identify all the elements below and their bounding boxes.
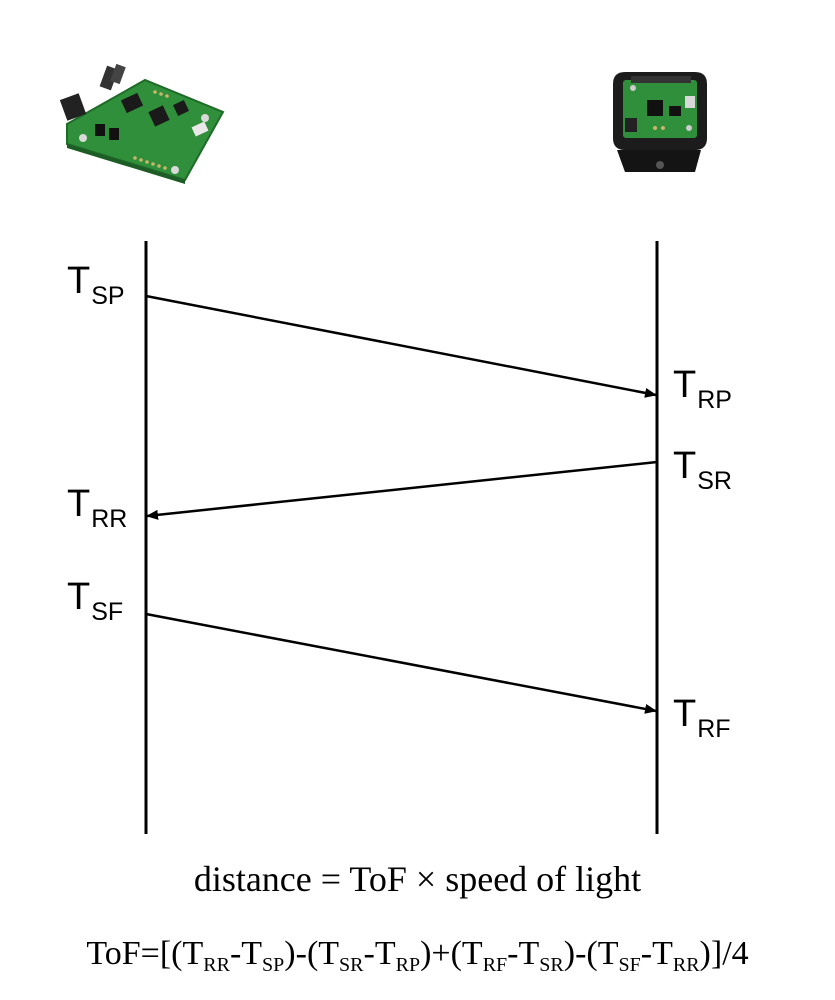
timestamp-subscript: RR: [91, 505, 128, 533]
uwb-board-device-icon: [59, 63, 225, 184]
tof-operator: -: [507, 935, 519, 972]
timestamp-t-sp: TSP: [67, 260, 125, 309]
uwb-enclosure-device-icon: [613, 72, 707, 172]
tof-term-subscript: RR: [672, 954, 700, 976]
tof-operator: )-(: [563, 935, 598, 972]
poll-message-arrow: [145, 294, 657, 398]
tof-operator: )-(: [284, 935, 319, 972]
tof-term: T: [652, 935, 673, 972]
timestamp-main: T: [673, 693, 697, 735]
tof-term: T: [374, 935, 396, 972]
tof-term: T: [318, 935, 340, 972]
tof-operator: -: [640, 935, 653, 972]
timestamp-main: T: [67, 576, 91, 618]
tof-term: T: [597, 935, 619, 972]
tof-term-subscript: RF: [482, 954, 508, 976]
timestamp-t-rp: TRP: [673, 364, 732, 413]
response-message-arrow: [146, 460, 658, 520]
tof-term-subscript: SF: [618, 954, 641, 976]
timestamp-t-rf: TRF: [673, 693, 731, 742]
tof-term-subscript: SP: [262, 954, 285, 976]
final-message-arrow: [145, 612, 657, 714]
tof-equation: ToF=[(TRR-TSP)-(TSR-TRP)+(TRF-TSR)-(TSF-…: [0, 935, 835, 976]
timestamp-main: T: [673, 364, 697, 406]
timestamp-t-rr: TRR: [67, 483, 127, 532]
tof-term: T: [182, 935, 204, 972]
tof-term-subscript: SR: [539, 954, 564, 976]
tof-operator: )+(: [420, 935, 462, 972]
distance-equation: distance = ToF × speed of light: [193, 859, 642, 899]
tof-term: T: [518, 935, 540, 972]
timestamp-t-sr: TSR: [673, 445, 732, 494]
timestamp-subscript: RF: [697, 715, 731, 743]
tof-term: T: [241, 935, 263, 972]
timestamp-subscript: SF: [91, 598, 124, 626]
tof-operator: -: [363, 935, 375, 972]
timestamp-main: T: [673, 445, 697, 487]
timestamp-subscript: SP: [91, 282, 125, 310]
timestamp-subscript: SR: [697, 467, 732, 495]
timestamp-t-sf: TSF: [67, 576, 123, 625]
tof-lead: ToF=[(: [86, 935, 183, 972]
timestamp-subscript: RP: [697, 386, 732, 414]
tof-term-subscript: SR: [339, 954, 364, 976]
timestamp-main: T: [67, 483, 91, 525]
tof-term: T: [461, 935, 483, 972]
timestamp-main: T: [67, 260, 91, 302]
tof-term-subscript: RP: [395, 954, 421, 976]
tof-tail: )]/4: [699, 935, 749, 972]
tof-term-subscript: RR: [203, 954, 230, 976]
tof-operator: -: [229, 935, 242, 972]
